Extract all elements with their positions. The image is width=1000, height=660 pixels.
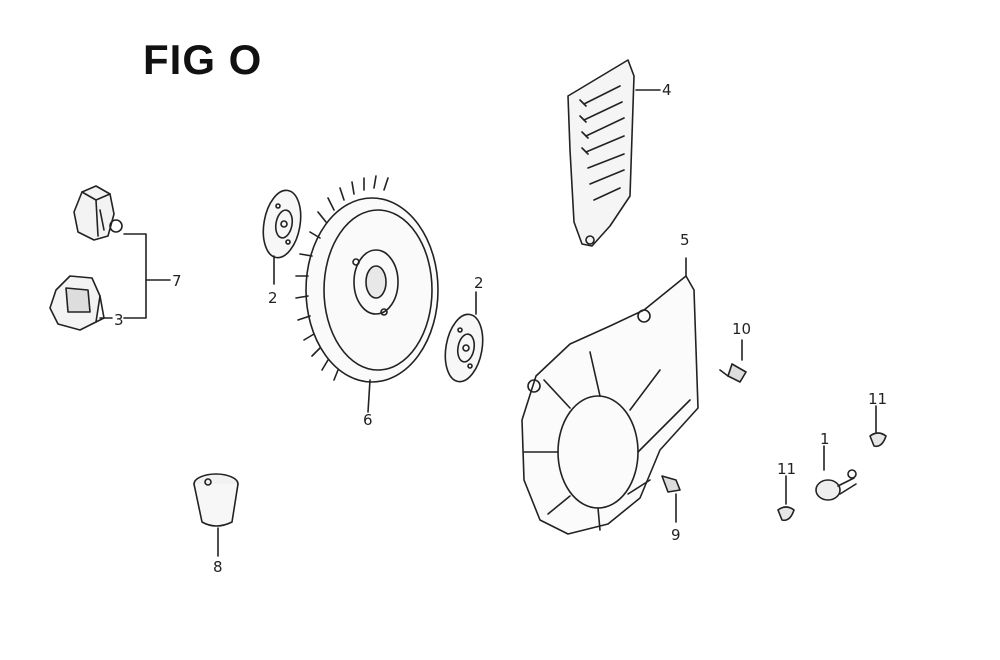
callout-11-right: 11 [868, 390, 887, 408]
part-11-clip-left [777, 475, 795, 522]
callout-7: 7 [172, 272, 182, 290]
callout-4: 4 [662, 81, 672, 99]
callout-5: 5 [680, 231, 690, 249]
part-6-flywheel [295, 175, 439, 413]
callout-10: 10 [732, 320, 751, 338]
part-3-bracket [49, 275, 105, 331]
callout-8: 8 [213, 558, 223, 576]
callout-11-left: 11 [777, 460, 796, 478]
callout-2-left: 2 [268, 289, 278, 307]
part-8-mount [193, 473, 239, 557]
callout-9: 9 [671, 526, 681, 544]
part-1-pin [815, 445, 857, 501]
callout-3: 3 [114, 311, 124, 329]
part-11-clip-right [869, 405, 887, 448]
part-10-screw [719, 339, 747, 383]
part-5-shroud [521, 257, 699, 535]
callout-2-right: 2 [474, 274, 484, 292]
part-2-washer-left [262, 189, 302, 285]
part-2-washer-right [444, 291, 484, 383]
callout-1: 1 [820, 430, 830, 448]
part-7-group-bracket [123, 233, 147, 319]
part-7-bracket [73, 185, 123, 241]
callout-6: 6 [363, 411, 373, 429]
figure-title: FIG O [143, 36, 263, 83]
part-4-cover [567, 59, 661, 247]
part-9-screw [661, 475, 681, 523]
